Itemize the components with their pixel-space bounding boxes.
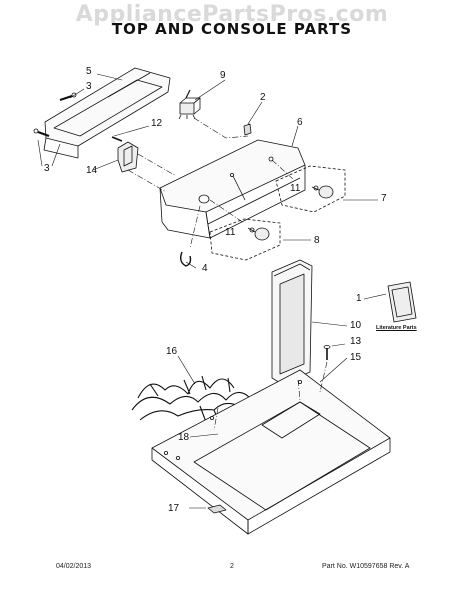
callout-8: 8 [314, 235, 320, 246]
lint-filter-part [271, 259, 313, 385]
callout-3-lower: 3 [44, 163, 50, 174]
footer-page-number: 2 [230, 563, 234, 570]
callout-5: 5 [86, 66, 92, 77]
callout-6: 6 [297, 117, 303, 128]
spring-clip-part [179, 251, 192, 267]
callout-10: 10 [350, 320, 362, 331]
callout-12: 12 [151, 118, 163, 129]
knob-box-lower [209, 218, 281, 261]
pad-part-17 [207, 504, 227, 514]
callout-2: 2 [260, 92, 266, 103]
callout-4: 4 [202, 263, 208, 274]
literature-booklet-part [387, 281, 417, 323]
watermark: AppliancePartsPros.com [75, 2, 389, 27]
top-panel-part [151, 369, 391, 535]
callout-15: 15 [350, 352, 362, 363]
footer-part-number: Part No. W10597658 Rev. A [322, 563, 410, 570]
callout-13: 13 [350, 336, 362, 347]
clip-part [243, 123, 252, 136]
callout-17: 17 [168, 503, 180, 514]
leader-lines [37, 73, 387, 509]
timer-control-part [178, 89, 201, 120]
assembly-lines [127, 117, 328, 431]
screw-icon-upper [59, 92, 77, 101]
knob-part-upper [311, 185, 334, 199]
callout-3-upper: 3 [86, 81, 92, 92]
callout-1: 1 [356, 293, 362, 304]
console-rear-panel-part [43, 67, 171, 159]
diagram-title: TOP AND CONSOLE PARTS [111, 20, 353, 38]
callout-16: 16 [166, 346, 178, 357]
screw-part-13 [323, 345, 331, 360]
literature-parts-label: Literature Parts [376, 325, 417, 331]
callout-7: 7 [381, 193, 387, 204]
callout-9: 9 [220, 70, 226, 81]
footer-date: 04/02/2013 [56, 563, 92, 570]
screw-icon-lower [33, 128, 50, 137]
callout-14: 14 [86, 165, 98, 176]
knob-part-lower [247, 227, 270, 241]
knob-box-upper [275, 165, 346, 213]
console-body-part [159, 139, 306, 239]
callout-11-lower: 11 [225, 227, 236, 238]
callout-11-upper: 11 [290, 183, 301, 194]
bracket-part [111, 136, 139, 173]
callout-18: 18 [178, 432, 190, 443]
